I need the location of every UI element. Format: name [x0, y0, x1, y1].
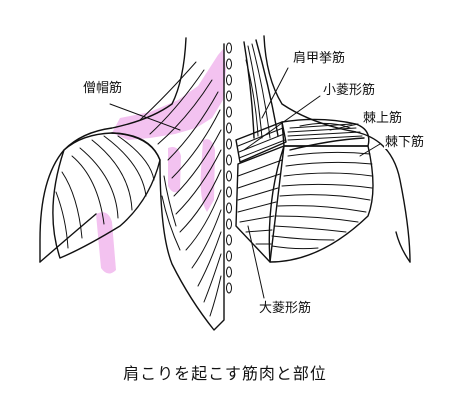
label-levator-scapulae: 肩甲挙筋: [292, 51, 347, 66]
label-infraspinatus: 棘下筋: [384, 135, 426, 150]
scapula-outline: [268, 118, 374, 263]
rhomboid-minor-leader: [243, 95, 321, 151]
label-trapezius: 僧帽筋: [82, 81, 124, 96]
infraspinatus-muscle: [271, 151, 373, 250]
rhomboid-major-muscle: [235, 145, 285, 263]
highlight-upper-arm: [96, 212, 116, 274]
supraspinatus-leader: [329, 123, 359, 131]
stiffness-highlight-areas: [96, 48, 226, 274]
trapezius-muscle: [111, 43, 225, 331]
label-rhomboid-major: 大菱形筋: [258, 301, 313, 316]
trapezius-leader: [109, 103, 181, 131]
label-supraspinatus: 棘上筋: [362, 111, 404, 126]
rhomboid-minor-muscle: [235, 121, 287, 163]
rhomboid-major-leader: [247, 225, 265, 299]
levator-scapulae-leader: [261, 67, 289, 119]
label-leader-lines: [109, 67, 381, 299]
spine-vertebrae: [226, 42, 232, 294]
highlight-shoulder-blade-mid: [168, 147, 181, 193]
highlight-upper-trapezius: [112, 48, 226, 140]
highlight-shoulder-blade-inner: [200, 139, 215, 212]
label-rhomboid-minor: 小菱形筋: [322, 83, 377, 98]
supraspinatus-muscle: [287, 122, 363, 141]
levator-scapulae-muscle: [243, 39, 279, 139]
figure-caption: 肩こりを起こす筋肉と部位: [123, 364, 327, 383]
infraspinatus-leader: [359, 143, 381, 157]
